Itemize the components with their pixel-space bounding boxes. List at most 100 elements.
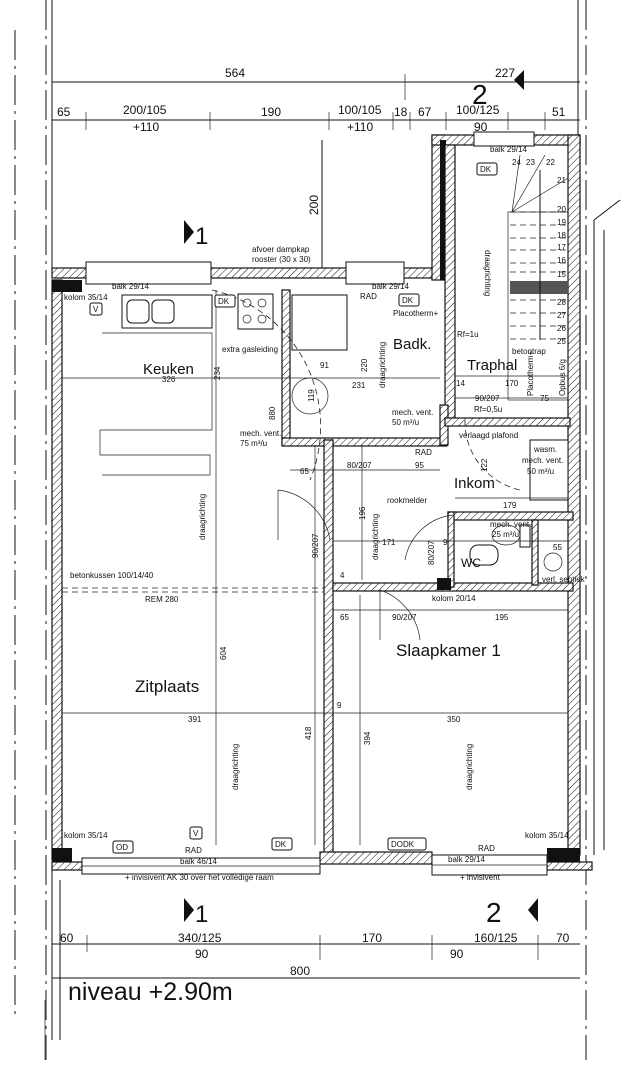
dim-90: 90 (474, 120, 488, 134)
note-draagrichting-bath: draagrichting (378, 342, 387, 388)
septic-connection (543, 552, 563, 572)
dim-160-125: 160/125 (474, 931, 518, 945)
stair-step-27: 27 (557, 311, 566, 320)
section-2-label-bottom: 2 (486, 897, 502, 928)
dim-227: 227 (495, 66, 515, 80)
dim-95: 95 (415, 461, 424, 470)
section-2-arrow-icon-bottom (528, 898, 538, 922)
section-1-arrow-icon-bottom (184, 898, 194, 922)
dim-170: 170 (505, 379, 519, 388)
dim-200-vertical: 200 (307, 195, 321, 215)
stair-step-28: 28 (557, 298, 566, 307)
dim-604: 604 (219, 646, 228, 660)
dim-340-125: 340/125 (178, 931, 222, 945)
note-verlaagd-plafond: verlaagd plafond (459, 431, 518, 440)
dim-65: 65 (57, 105, 71, 119)
section-markers: 1 2 1 2 (184, 70, 538, 928)
note-rad-slaapkamer: RAD (478, 844, 495, 853)
top-dimensions: 564 227 65 200/105 +110 190 100/105 +110… (52, 66, 580, 270)
dim-14: 14 (456, 379, 465, 388)
dim-418: 418 (304, 726, 313, 740)
stair-step-21: 21 (557, 176, 566, 185)
window-tag-od: OD (116, 843, 128, 852)
note-kolom-bottom-right: kolom 35/14 (525, 831, 569, 840)
dim-91: 91 (320, 361, 329, 370)
dim-234: 234 (213, 366, 222, 380)
dim-70: 70 (556, 931, 570, 945)
dim-55: 55 (553, 543, 562, 552)
dim-65-slaap: 65 (340, 613, 349, 622)
stair-step-24: 24 (512, 158, 521, 167)
dim-350: 350 (447, 715, 461, 724)
dim-75: 75 (540, 394, 549, 403)
walls (51, 131, 593, 876)
window-tag-dk-bottom: DK (275, 840, 287, 849)
dim-110b: +110 (347, 120, 373, 134)
note-balk-stair: balk 29/14 (490, 145, 527, 154)
cooktop (237, 293, 274, 330)
note-wasm: wasm. (533, 445, 557, 454)
dim-67: 67 (418, 105, 432, 119)
dim-200-105: 200/105 (123, 103, 167, 117)
dim-51: 51 (552, 105, 566, 119)
note-rad-inkom: RAD (415, 448, 432, 457)
stair-step-18: 18 (557, 231, 566, 240)
stair-step-17: 17 (557, 243, 566, 252)
dim-171: 171 (382, 538, 396, 547)
stair-step-15: 15 (557, 270, 566, 279)
bottom-dimensions: 60 340/125 90 170 160/125 90 70 800 nive… (44, 931, 580, 1060)
staircase[interactable]: 24 23 22 21 20 19 18 17 16 15 28 27 26 2… (507, 154, 569, 401)
stair-step-25: 25 (557, 337, 566, 346)
stair-step-26: 26 (557, 324, 566, 333)
note-invisivent-zitplaats: + invisivent AK 30 over het volledige ra… (125, 873, 274, 882)
stair-step-16: 16 (557, 256, 566, 265)
dim-90-bottom-right: 90 (450, 947, 464, 961)
room-zitplaats: Zitplaats (135, 677, 199, 696)
note-balk-29-14-bottom: balk 29/14 (448, 855, 485, 864)
stair-step-19: 19 (557, 218, 566, 227)
note-50-m3u: 50 m³/u (392, 418, 419, 427)
note-rf-0-5u: Rf=0,5u (474, 405, 502, 414)
dim-195: 195 (495, 613, 509, 622)
note-draagrichting-zitplaats: draagrichting (231, 744, 240, 790)
washing-machine (529, 439, 569, 501)
note-rad-bath: RAD (360, 292, 377, 301)
dim-119: 119 (307, 389, 316, 402)
room-inkom: Inkom (454, 475, 495, 492)
note-betontrap: betontrap (512, 347, 546, 356)
room-slaapkamer-1: Slaapkamer 1 (396, 641, 501, 660)
dim-179: 179 (503, 501, 517, 510)
stair-step-22: 22 (546, 158, 555, 167)
note-invisivent-slaapkamer: + invisivent (460, 873, 501, 882)
window-tag-dk-stair: DK (480, 165, 492, 174)
note-mech-vent-wc: mech. vent. (490, 520, 531, 529)
note-placotherm-bath: Placotherm+ (393, 309, 438, 318)
dim-90-207-zit: 90/207 (311, 533, 320, 558)
dim-80-207-wc: 80/207 (427, 540, 436, 565)
note-75-m3u: 75 m³/u (240, 439, 267, 448)
note-balk-kitchen: balk 29/14 (112, 282, 149, 291)
window-tag-dodk: DODK (391, 840, 415, 849)
dim-190: 190 (261, 105, 281, 119)
note-draagrichting-kitchen: draagrichting (198, 494, 207, 540)
room-wc: WC (461, 556, 481, 570)
site-boundaries (14, 0, 621, 1060)
dim-90-207-slaap: 90/207 (392, 613, 417, 622)
level-title: niveau +2.90m (68, 978, 233, 1006)
note-extra-gasleiding: extra gasleiding (222, 345, 278, 354)
interior-dimensions: 326 234 91 220 231 119 14 170 90/207 75 … (162, 358, 562, 745)
dim-90-207-stair: 90/207 (475, 394, 500, 403)
room-labels: Keuken Badk. Traphal Inkom WC Zitplaats … (135, 336, 517, 696)
dim-4: 4 (340, 571, 345, 580)
dim-9-slaap: 9 (337, 701, 342, 710)
note-opbus: Opbus 6/g (558, 359, 567, 396)
window-tag-dk-kitchen: DK (218, 297, 230, 306)
dim-394: 394 (363, 731, 372, 745)
room-traphal: Traphal (467, 357, 517, 374)
note-rooster: rooster (30 x 30) (252, 255, 311, 264)
room-keuken: Keuken (143, 361, 194, 378)
dim-110a: +110 (133, 120, 159, 134)
note-draagrichting-slaapkamer: draagrichting (465, 744, 474, 790)
note-mech-vent-kitchen: mech. vent. (240, 429, 281, 438)
